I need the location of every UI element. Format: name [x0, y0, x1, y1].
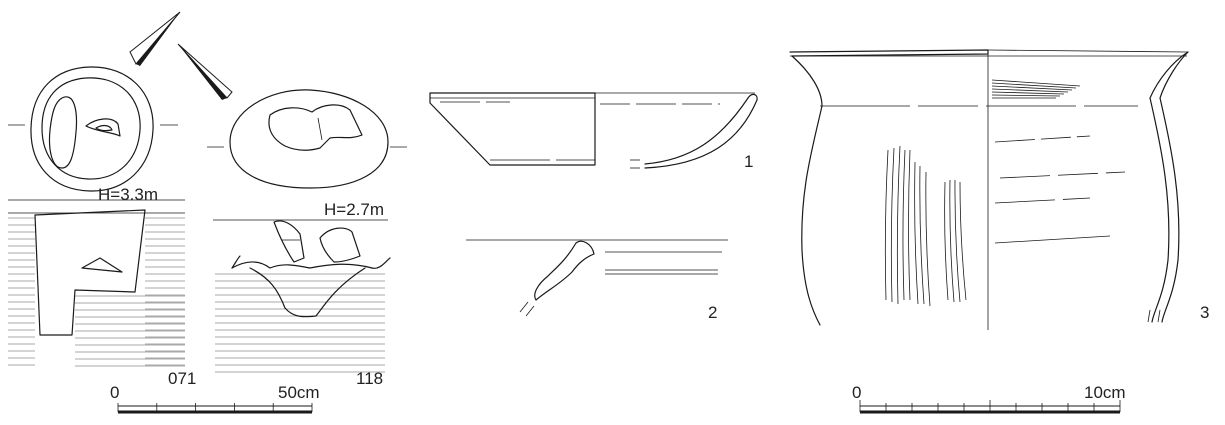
scale-bar-10cm: [859, 400, 1121, 414]
brush-mark: [890, 147, 895, 303]
scale-bar-50cm: [117, 403, 313, 414]
brush-mark: [949, 179, 955, 303]
wipe-mark: [991, 82, 1077, 89]
wipe-mark: [991, 79, 1081, 87]
vessel-1-profile: [429, 92, 758, 169]
brush-mark: [925, 171, 931, 307]
wipe-mark: [991, 91, 1065, 95]
north-arrow-right: [177, 43, 233, 100]
wipe-mark: [991, 88, 1069, 93]
brush-mark: [944, 181, 949, 301]
brush-mark: [884, 149, 889, 301]
pit-118-height-label: H=2.7m: [324, 200, 384, 219]
pit-071-number: 071: [168, 369, 196, 388]
pit-071-height-label: H=3.3m: [98, 185, 158, 204]
vessel-2-profile: [466, 239, 728, 317]
vessel-3-profile: [789, 49, 1189, 330]
north-arrow-left: [129, 11, 181, 66]
brush-mark: [896, 145, 901, 305]
pit-118-section: [213, 219, 391, 373]
pit-118-plan: [207, 89, 407, 189]
wipe-mark: [991, 85, 1073, 91]
wipe-mark: [991, 94, 1061, 97]
vessel-3-number: 3: [1200, 303, 1209, 322]
scale-10-end: 10cm: [1084, 383, 1126, 402]
brush-mark: [908, 149, 911, 301]
brush-mark: [954, 179, 961, 303]
brush-mark: [959, 181, 967, 301]
scale-10-start: 0: [852, 383, 861, 402]
brush-mark: [902, 149, 906, 301]
brush-mark: [914, 161, 919, 305]
scale-50-start: 0: [110, 383, 119, 402]
pit-118-number: 118: [356, 369, 383, 388]
pit-071-section: [8, 199, 185, 367]
vessel-2-number: 2: [708, 303, 717, 322]
pit-071-plan: [8, 66, 178, 192]
brush-mark: [919, 165, 925, 305]
scale-50-end: 50cm: [278, 383, 320, 402]
vessel-1-number: 1: [744, 152, 753, 171]
